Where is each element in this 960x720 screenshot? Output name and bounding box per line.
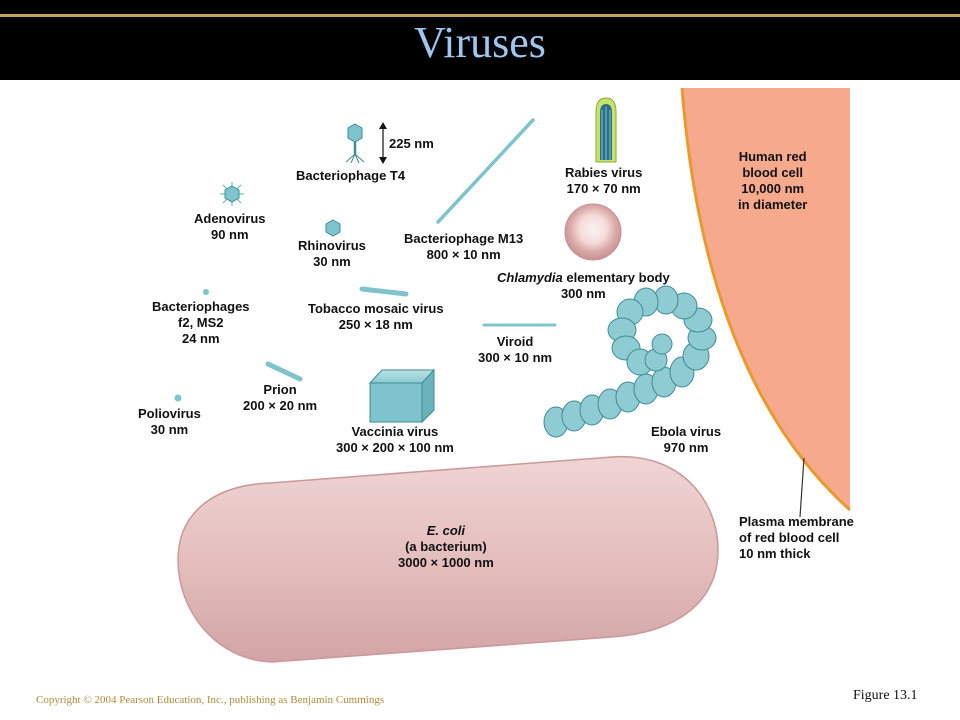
ebola-virus: [543, 285, 717, 438]
label-poliovirus: Poliovirus 30 nm: [138, 406, 201, 437]
label-rabies: Rabies virus 170 × 70 nm: [565, 165, 643, 196]
label-viroid: Viroid 300 × 10 nm: [478, 334, 553, 365]
slide-header: Viruses: [0, 0, 960, 80]
ecoli-cell: [177, 455, 719, 663]
bacteriophage-f2: [203, 289, 209, 295]
label-chlamydia-italic: Chlamydia: [497, 270, 563, 285]
label-tmv: Tobacco mosaic virus 250 × 18 nm: [308, 301, 444, 332]
tobacco-mosaic-virus: [359, 286, 409, 297]
label-ecoli: E. coli (a bacterium) 3000 × 1000 nm: [398, 523, 494, 570]
label-ebola: Ebola virus 970 nm: [651, 424, 722, 455]
label-m13: Bacteriophage M13 800 × 10 nm: [404, 231, 524, 262]
label-bacteriophages-f2: Bacteriophages f2, MS2 24 nm: [152, 299, 250, 346]
label-red-blood-cell: Human red blood cell 10,000 nm in diamet…: [738, 149, 808, 212]
label-plasma-membrane: Plasma membrane of red blood cell 10 nm …: [739, 514, 854, 561]
label-chlamydia: Chlamydia elementary body 300 nm: [497, 270, 670, 301]
label-t4-size: 225 nm: [389, 136, 434, 151]
poliovirus: [174, 394, 182, 402]
label-vaccinia: Vaccinia virus 300 × 200 × 100 nm: [336, 424, 454, 455]
slide-title: Viruses: [414, 18, 546, 67]
bacteriophage-m13: [436, 118, 535, 224]
figure-drawing: [174, 87, 852, 663]
rabies-virus: [595, 97, 617, 163]
label-rhinovirus: Rhinovirus 30 nm: [298, 238, 366, 269]
vaccinia-virus: [368, 368, 436, 424]
copyright-notice: Copyright © 2004 Pearson Education, Inc.…: [36, 694, 385, 706]
label-ecoli-italic: E. coli: [426, 523, 466, 538]
rhinovirus: [325, 219, 341, 237]
figure-caption: Figure 13.1: [853, 688, 918, 703]
label-t4: Bacteriophage T4: [296, 168, 406, 183]
label-prion: Prion 200 × 20 nm: [243, 382, 318, 413]
label-chlamydia-rest: elementary body: [562, 270, 670, 285]
prion: [265, 361, 303, 382]
bacteriophage-t4: [345, 122, 387, 164]
chlamydia-body: [564, 203, 622, 261]
label-adenovirus: Adenovirus 90 nm: [194, 211, 266, 242]
adenovirus: [220, 182, 244, 206]
red-blood-cell: [680, 87, 852, 518]
virus-size-figure: 225 nm Bacteriophage T4 Adenovirus 90 nm…: [0, 80, 960, 680]
header-rule: [0, 14, 960, 17]
